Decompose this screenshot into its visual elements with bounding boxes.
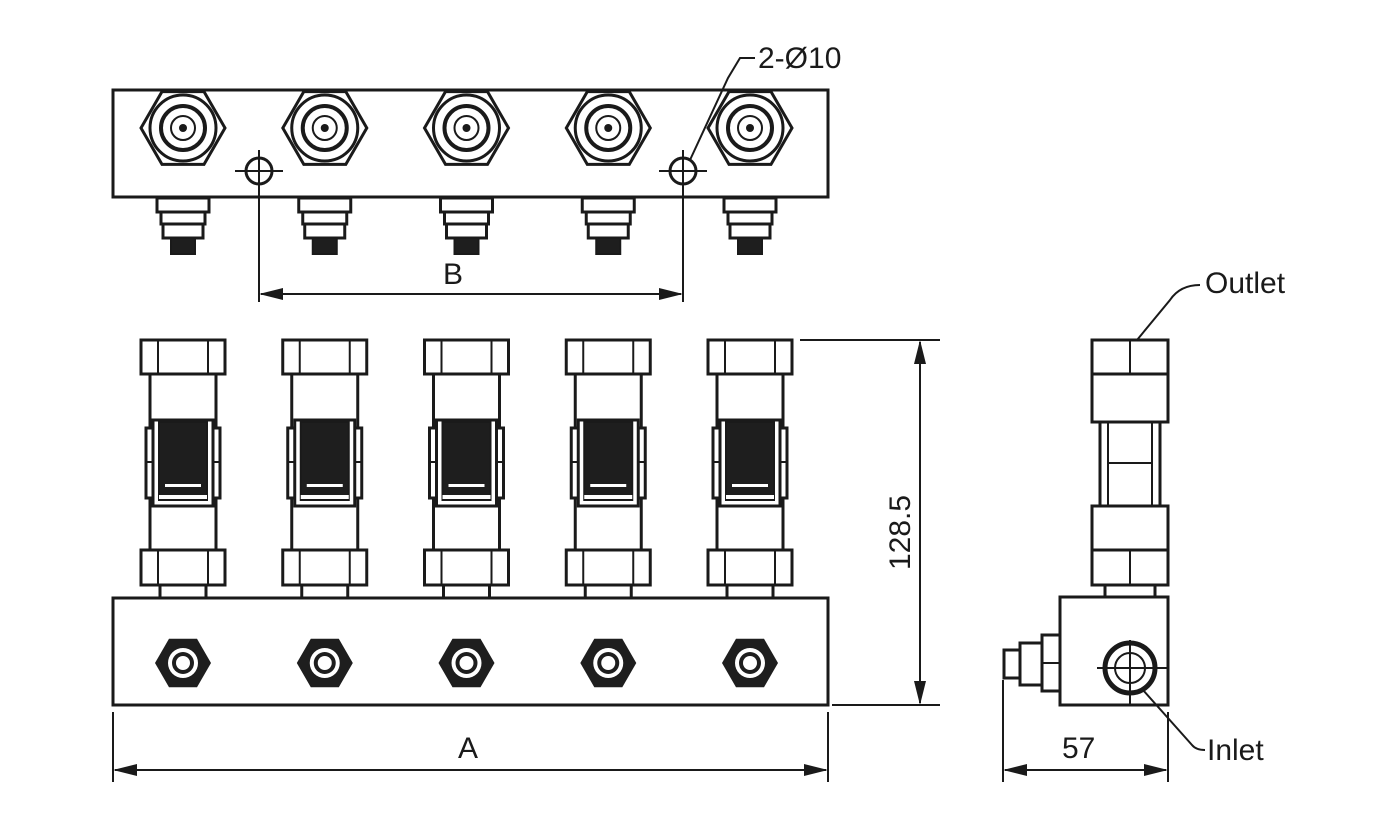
- inlet-fitting: [580, 638, 637, 688]
- front-view: [111, 338, 830, 707]
- bottom-connector: [155, 196, 211, 255]
- depth-label: 57: [1062, 732, 1095, 765]
- inlet-port: [1097, 640, 1168, 705]
- inlet-leader: [1142, 689, 1206, 751]
- top-fitting: [564, 90, 653, 166]
- inlet-label: Inlet: [1207, 734, 1264, 767]
- outlet-leader: [1136, 284, 1201, 341]
- top-fitting: [706, 90, 794, 166]
- side-port-fitting: [1002, 633, 1062, 693]
- dimension-a: A: [112, 712, 829, 782]
- dimension-depth: 57: [1002, 680, 1169, 782]
- inlet-fitting: [155, 638, 211, 688]
- sight-glass: [441, 421, 492, 501]
- dimension-a-label: A: [458, 732, 478, 765]
- mounting-holes-label: 2-Ø10: [758, 42, 841, 75]
- flowmeter-unit: [139, 338, 227, 600]
- bottom-nut: [564, 548, 652, 587]
- outlet-label: Outlet: [1205, 267, 1286, 300]
- top-fitting: [139, 90, 227, 166]
- top-nut: [139, 338, 227, 376]
- bottom-connector: [722, 196, 778, 255]
- side-view: Outlet Inlet 57: [1002, 267, 1286, 782]
- inlet-fitting: [296, 638, 353, 688]
- flowmeter-unit: [706, 338, 794, 600]
- sight-glass: [725, 421, 775, 501]
- sight-glass: [583, 421, 634, 501]
- inlet-fitting: [438, 638, 495, 688]
- flowmeter-unit: [564, 338, 652, 600]
- mounting-holes-callout: 2-Ø10: [689, 42, 841, 161]
- inlet-fitting: [722, 638, 778, 688]
- dimension-height: 128.5: [800, 339, 940, 706]
- flowmeter-unit: [281, 338, 369, 600]
- side-upper-body: [1090, 372, 1170, 424]
- top-nut: [281, 338, 369, 376]
- top-view: [111, 88, 830, 255]
- bottom-connector: [580, 196, 636, 255]
- bottom-nut: [281, 548, 369, 587]
- top-fitting: [281, 90, 369, 166]
- top-nut: [564, 338, 652, 376]
- height-label: 128.5: [884, 495, 917, 570]
- bottom-connector: [439, 196, 494, 255]
- top-nut: [423, 338, 510, 376]
- top-nut: [706, 338, 794, 376]
- mounting-hole-icon: [235, 150, 283, 197]
- flowmeter-unit: [423, 338, 510, 600]
- bottom-nut: [706, 548, 794, 587]
- dimension-b: B: [258, 185, 684, 302]
- dimension-b-label: B: [443, 258, 463, 291]
- side-lower-body: [1090, 504, 1170, 552]
- bottom-nut: [423, 548, 510, 587]
- bottom-connector: [297, 196, 353, 255]
- sight-glass: [158, 421, 208, 501]
- top-fitting: [422, 90, 511, 166]
- bottom-nut: [139, 548, 227, 587]
- sight-glass: [299, 421, 350, 501]
